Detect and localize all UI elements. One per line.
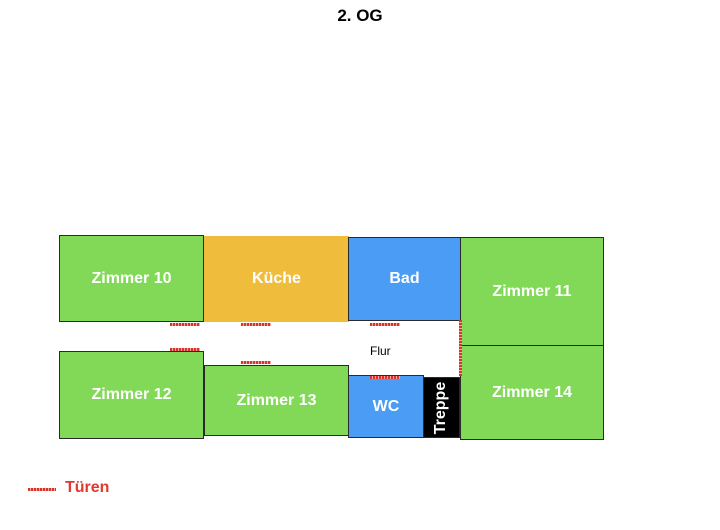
room-zimmer-10[interactable]: Zimmer 10 <box>59 235 204 322</box>
room-label: Zimmer 12 <box>91 386 172 403</box>
room-treppe[interactable]: Treppe <box>423 377 460 438</box>
floor-title: 2. OG <box>337 6 383 25</box>
door-zimmer-12 <box>170 348 200 351</box>
room-zimmer-14[interactable]: Zimmer 14 <box>460 345 604 440</box>
room-label: Zimmer 11 <box>492 282 572 300</box>
room-label: Bad <box>389 270 420 287</box>
room-wc[interactable]: WC <box>348 375 424 438</box>
door-kueche <box>241 323 271 326</box>
door-legend-label: Türen <box>65 479 110 496</box>
door-zimmer-13 <box>241 361 271 364</box>
room-label: Zimmer 13 <box>236 391 317 409</box>
room-zimmer-12[interactable]: Zimmer 12 <box>59 351 204 439</box>
room-label: Zimmer 14 <box>491 383 573 401</box>
room-label: Küche <box>252 270 301 287</box>
room-zimmer-13[interactable]: Zimmer 13 <box>204 365 349 436</box>
room-kueche[interactable]: Küche <box>204 236 349 322</box>
room-zimmer-11[interactable]: Zimmer 11 <box>460 237 604 346</box>
room-bad[interactable]: Bad <box>348 237 461 321</box>
room-label: WC <box>372 397 400 415</box>
room-label: Treppe <box>432 381 450 434</box>
room-label: Zimmer 10 <box>91 269 172 287</box>
door-legend-swatch <box>28 488 56 491</box>
door-zimmer-11 <box>459 320 462 376</box>
door-wc <box>370 376 400 379</box>
door-bad <box>370 323 400 326</box>
corridor-label: Flur <box>370 344 391 358</box>
door-zimmer-10 <box>170 323 200 326</box>
